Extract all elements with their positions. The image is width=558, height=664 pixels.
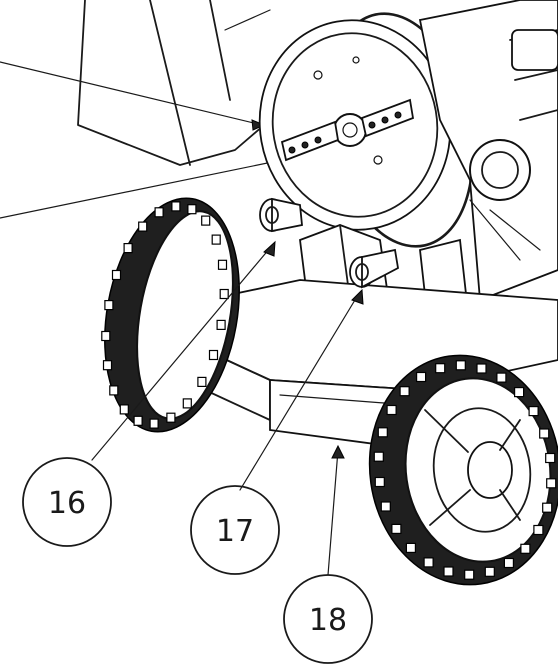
- tread-block: [138, 221, 148, 232]
- tread-block: [133, 415, 143, 426]
- tread-block: [101, 330, 111, 342]
- tread-block: [373, 451, 384, 462]
- leader-lines-upper: [0, 61, 286, 219]
- tread-block: [377, 427, 388, 438]
- tread-block: [405, 542, 416, 554]
- tread-block: [423, 557, 434, 568]
- tread-block: [104, 300, 114, 311]
- tread-block: [166, 412, 176, 423]
- tread-block: [476, 363, 487, 374]
- callout-18: 18: [283, 574, 373, 664]
- tread-block: [154, 207, 164, 218]
- tread-block: [503, 557, 514, 569]
- tread-block: [539, 428, 550, 439]
- tread-block: [197, 376, 207, 387]
- tread-block: [386, 404, 397, 416]
- tread-block: [171, 201, 181, 212]
- tread-block: [380, 501, 391, 512]
- knob-16: [259, 197, 303, 233]
- left-wheel: [101, 197, 240, 433]
- tread-block: [391, 523, 402, 535]
- callout-18-label: 18: [309, 603, 347, 638]
- knob-17: [349, 248, 399, 289]
- tread-block: [201, 215, 211, 226]
- tread-block: [219, 288, 229, 300]
- tread-block: [399, 386, 410, 397]
- tread-block: [455, 360, 466, 371]
- tread-block: [520, 543, 531, 554]
- tread-block: [111, 269, 122, 281]
- tread-block: [374, 476, 385, 488]
- tread-block: [102, 360, 113, 371]
- tread-block: [109, 385, 119, 396]
- tread-block: [533, 524, 544, 536]
- engine-block: [418, 0, 558, 302]
- hopper-frame: [77, 0, 271, 166]
- leader-lines-callouts: [91, 240, 364, 576]
- tread-block: [542, 502, 553, 513]
- callout-17-label: 17: [216, 514, 254, 549]
- tread-block: [208, 349, 219, 361]
- tread-block: [216, 319, 226, 330]
- tread-block: [513, 387, 525, 398]
- tread-block: [217, 259, 228, 270]
- tread-block: [464, 569, 475, 580]
- tread-block: [416, 371, 427, 383]
- callout-17: 17: [190, 485, 280, 575]
- tread-block: [119, 404, 129, 415]
- tread-block: [443, 566, 454, 577]
- callout-16-label: 16: [48, 486, 86, 521]
- tread-block: [211, 234, 221, 245]
- tread-block: [149, 418, 159, 429]
- cutter-disc: [258, 12, 475, 248]
- tread-block: [182, 398, 192, 409]
- tread-block: [496, 372, 507, 383]
- tread-block: [528, 406, 539, 417]
- right-wheel: [368, 354, 558, 586]
- tread-block: [546, 478, 557, 489]
- tread-block: [187, 204, 197, 215]
- tread-block: [435, 363, 446, 374]
- tread-block: [123, 243, 133, 254]
- callout-16: 16: [22, 457, 112, 547]
- tread-block: [545, 452, 556, 464]
- tread-block: [484, 566, 495, 577]
